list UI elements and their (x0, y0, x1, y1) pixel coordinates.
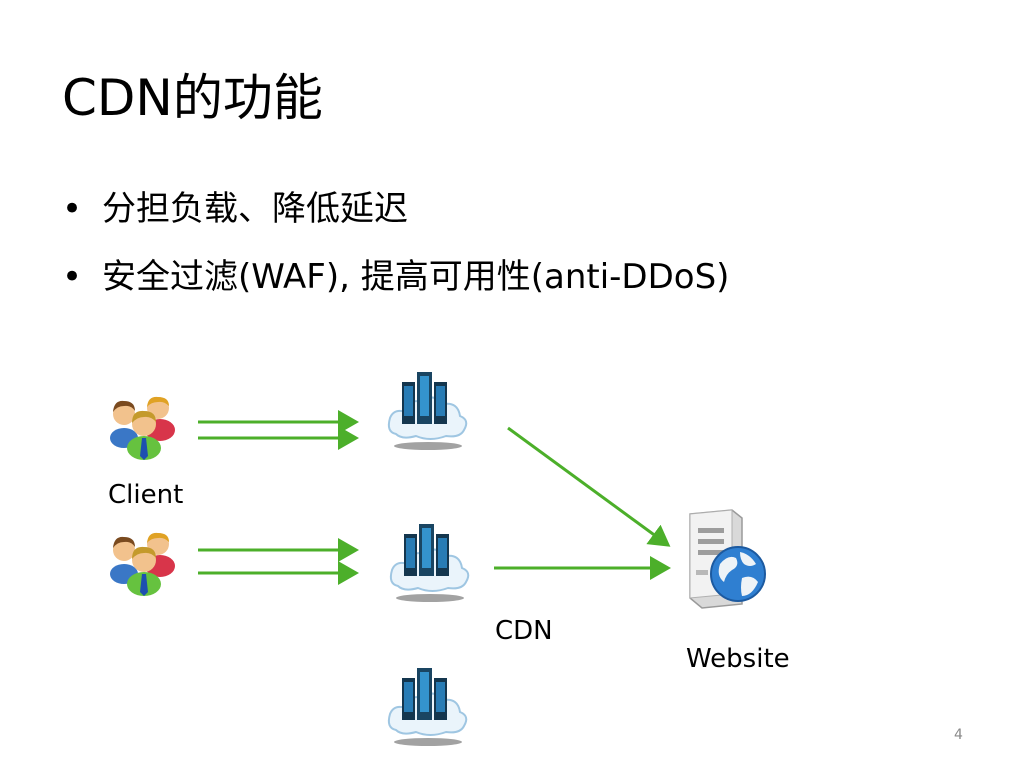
bullet-marker: • (62, 257, 83, 297)
bullet-text: 安全过滤(WAF), 提高可用性(anti-DDoS) (102, 257, 730, 297)
cloud-server-icon (389, 523, 470, 603)
bullet-list: • 分担负载、降低延迟 • 安全过滤(WAF), 提高可用性(anti-DDoS… (62, 190, 729, 326)
slide-title: CDN的功能 (62, 69, 323, 127)
cdn-label: CDN (495, 616, 553, 646)
cloud-server-icon (387, 667, 468, 747)
page-number: 4 (954, 727, 963, 743)
web-server-globe-icon (689, 509, 766, 609)
users-group-icon (110, 396, 175, 460)
client-label: Client (108, 480, 184, 510)
bullet-item: • 安全过滤(WAF), 提高可用性(anti-DDoS) (62, 258, 729, 296)
website-label: Website (686, 644, 790, 674)
origin-arrow (507, 426, 671, 547)
cloud-server-icon (387, 371, 468, 451)
bullet-item: • 分担负载、降低延迟 (62, 190, 729, 228)
bullet-text: 分担负载、降低延迟 (102, 189, 408, 229)
users-group-icon (110, 532, 175, 596)
bullet-marker: • (62, 189, 83, 229)
